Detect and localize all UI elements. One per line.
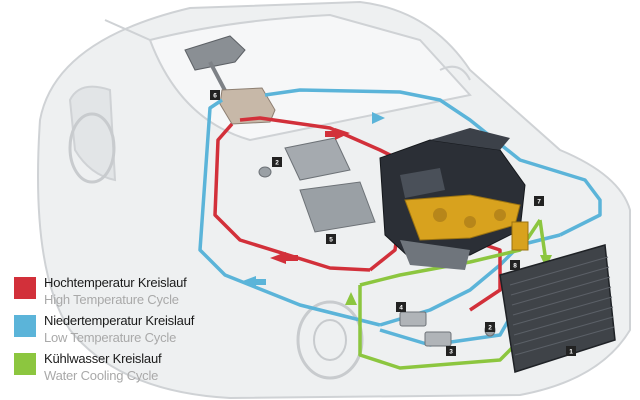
callout-6: 6 (210, 90, 220, 100)
callout-4: 4 (396, 302, 406, 312)
callout-2: 2 (272, 157, 282, 167)
legend-label-de: Kühlwasser Kreislauf (44, 351, 162, 366)
legend-label-de: Hochtemperatur Kreislauf (44, 275, 187, 290)
flow-arrows (240, 112, 552, 305)
legend-item-water-cooling: Kühlwasser Kreislauf Water Cooling Cycle (14, 351, 224, 389)
callout-2: 2 (485, 322, 495, 332)
legend-label-en: Water Cooling Cycle (44, 368, 159, 383)
heat-exchanger-box (219, 87, 276, 125)
callout-1: 1 (566, 346, 576, 356)
rear-wheel (68, 112, 116, 184)
low-temp-arrow (372, 112, 385, 124)
low-temp-arrow (240, 276, 256, 288)
callout-7: 7 (534, 196, 544, 206)
svg-text:7: 7 (537, 199, 541, 206)
low-temperature-swatch (14, 315, 36, 337)
callout-5: 5 (326, 234, 336, 244)
high-temp-arrow (335, 128, 350, 140)
catalytic-converter (284, 137, 376, 233)
svg-text:2: 2 (275, 160, 279, 167)
wheels (68, 112, 364, 380)
pump-component (258, 166, 529, 347)
svg-text:5: 5 (329, 237, 333, 244)
high-temperature-swatch (14, 277, 36, 299)
svg-text:2: 2 (488, 325, 492, 332)
water-arrow (345, 292, 357, 305)
svg-text:1: 1 (569, 349, 573, 356)
high-temp-arrow (270, 252, 286, 264)
legend-label-de: Niedertemperatur Kreislauf (44, 313, 195, 328)
svg-text:8: 8 (513, 263, 517, 270)
callout-8: 8 (510, 260, 520, 270)
legend: Hochtemperatur Kreislauf High Temperatur… (14, 275, 224, 389)
callouts: 1 2 3 4 5 6 7 8 2 (210, 90, 576, 356)
engine (379, 128, 526, 270)
legend-item-low-temperature: Niedertemperatur Kreislauf Low Temperatu… (14, 313, 224, 351)
legend-label-en: Low Temperature Cycle (44, 330, 177, 345)
legend-item-high-temperature: Hochtemperatur Kreislauf High Temperatur… (14, 275, 224, 313)
water-cooling-swatch (14, 353, 36, 375)
radiator (499, 244, 616, 373)
legend-label-en: High Temperature Cycle (44, 292, 179, 307)
svg-text:4: 4 (399, 305, 403, 312)
svg-text:6: 6 (213, 93, 217, 100)
callout-3: 3 (446, 346, 456, 356)
front-left-wheel (296, 300, 364, 380)
svg-text:3: 3 (449, 349, 453, 356)
